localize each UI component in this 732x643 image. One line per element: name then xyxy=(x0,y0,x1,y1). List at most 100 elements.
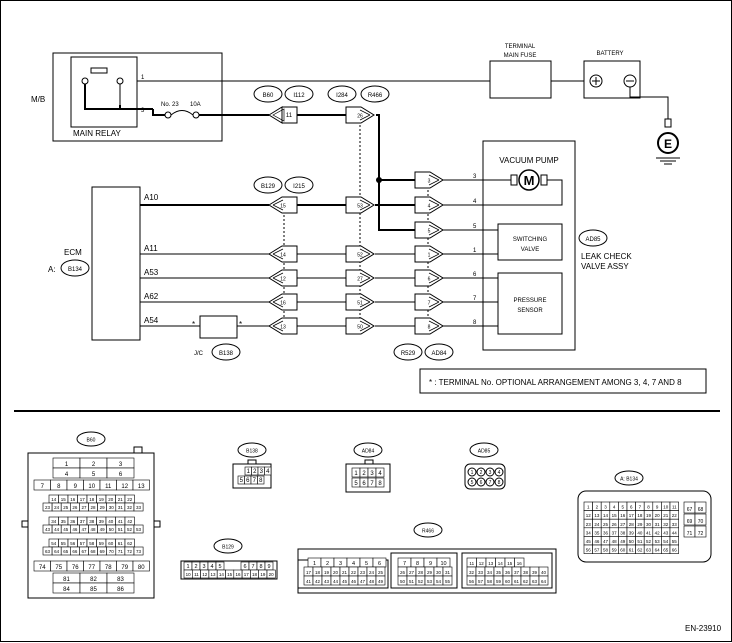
face-b134-pin: 58 xyxy=(603,548,609,553)
face-r466-pin: 58 xyxy=(487,579,493,584)
tag-r529: R529 xyxy=(393,343,423,361)
face-b129-pin: 19 xyxy=(260,572,266,577)
face-b138-pin: 3 xyxy=(260,469,264,475)
face-b60-cell xyxy=(132,479,150,491)
ecm-pin-a62: A62 xyxy=(144,292,159,301)
face-b138-pin: 4 xyxy=(266,469,270,475)
face-ad85-pin-shape xyxy=(485,467,495,477)
face-b60-pin: 83 xyxy=(117,577,124,583)
switching-valve-box xyxy=(497,223,563,261)
note-box xyxy=(419,368,707,394)
face-b60-tag-label: B60 xyxy=(87,438,96,444)
face-r466-pin: 5 xyxy=(365,561,368,567)
face-b60-pin: 22 xyxy=(127,497,133,502)
face-b60-pin: 33 xyxy=(136,505,142,510)
face-b60-pin: 57 xyxy=(80,541,86,546)
plug-col3-5-label: 5 xyxy=(428,229,431,235)
face-r466-pin: 27 xyxy=(409,570,415,575)
face-b60-pin: 78 xyxy=(105,565,112,571)
face-b134-pin: 35 xyxy=(594,530,600,535)
face-ad85-pin: 8 xyxy=(498,480,501,486)
face-ad84-tag-label: AD84 xyxy=(362,449,375,455)
lcv-pin-8: 8 xyxy=(473,320,477,326)
fuse-terminal-a xyxy=(164,111,172,119)
face-b60-pin: 85 xyxy=(90,587,97,593)
face-b134-pin: 51 xyxy=(637,539,643,544)
face-r466-pin: 42 xyxy=(315,579,321,584)
face-b134-cell xyxy=(669,544,679,554)
fuse-number: No. 23 xyxy=(161,102,179,108)
relay-contact-a xyxy=(81,77,89,85)
plug-col2-27: 27 xyxy=(345,269,375,287)
face-b129-pin: 3 xyxy=(202,564,205,570)
face-r466-pin: 52 xyxy=(418,579,424,584)
pressure-sensor-label-1: PRESSURE xyxy=(513,298,546,304)
face-b60-pin: 76 xyxy=(72,565,79,571)
tag-b129: B129 xyxy=(253,176,283,194)
face-b60-pin: 42 xyxy=(127,519,133,524)
face-r466-cell xyxy=(538,575,549,586)
ecm-prefix: A: xyxy=(48,265,56,274)
face-ad84-cell xyxy=(375,477,385,488)
face-b60-pin: 62 xyxy=(127,541,133,546)
plug-col1-13-label: 13 xyxy=(280,325,286,331)
face-b129-pin: 13 xyxy=(211,572,217,577)
plug-col2-50-label: 50 xyxy=(357,325,363,331)
face-b134-pin: 61 xyxy=(629,548,635,553)
face-ad85-pin-shape xyxy=(467,467,477,477)
face-r466-pin: 26 xyxy=(400,570,406,575)
lcv-pin-3: 3 xyxy=(473,174,477,180)
face-b129-pin: 7 xyxy=(251,564,254,570)
face-ad84-pin: 5 xyxy=(354,481,358,487)
face-b60-pin: 86 xyxy=(117,587,124,593)
face-b138-cell xyxy=(257,475,265,485)
face-ad84-pin: 7 xyxy=(370,481,374,487)
plug-11-label: 11 xyxy=(286,113,293,119)
face-b134-pin: 1 xyxy=(587,505,590,510)
face-b134-pin: 20 xyxy=(655,513,661,518)
face-b129-pin: 11 xyxy=(194,572,199,577)
face-ad85-pin: 5 xyxy=(471,480,474,486)
tag-b138: B138 xyxy=(211,343,241,361)
face-b60-pin: 77 xyxy=(88,565,95,571)
face-b134-pin: 54 xyxy=(663,539,669,544)
face-b134-pin: 45 xyxy=(586,539,592,544)
face-r466-pin: 1 xyxy=(313,561,316,567)
tag-b134-label: B134 xyxy=(68,267,83,273)
relay-contact-b xyxy=(116,77,124,85)
junction-dot xyxy=(376,177,382,183)
face-b134-pin: 36 xyxy=(603,530,609,535)
plug-col2-50: 50 xyxy=(345,317,375,335)
face-b129-tag xyxy=(213,538,243,554)
face-b60-pin: 82 xyxy=(90,577,97,583)
face-r466-pin: 33 xyxy=(478,570,484,575)
face-b138-pin: 5 xyxy=(240,478,244,484)
face-b60-pin: 32 xyxy=(127,505,133,510)
note-text: * : TERMINAL No. OPTIONAL ARRANGEMENT AM… xyxy=(429,378,682,387)
face-r466-pin: 34 xyxy=(487,570,493,575)
motor-brush-b xyxy=(540,174,548,186)
plug-col3-5: 5 xyxy=(414,221,444,239)
face-b60-pin: 34 xyxy=(51,519,57,524)
face-b60-pin: 64 xyxy=(54,549,60,554)
face-r466-pin: 19 xyxy=(324,570,330,575)
face-b60-latch xyxy=(133,446,143,454)
face-ad84-cell xyxy=(375,467,385,478)
plug-col1-13: 13 xyxy=(268,317,298,335)
pressure-sensor-box xyxy=(497,272,563,335)
face-b134-pin: 69 xyxy=(687,519,693,525)
tag-r466-label: R466 xyxy=(368,93,383,99)
face-b60-pin: 46 xyxy=(72,527,78,532)
face-r466-pin: 43 xyxy=(324,579,330,584)
face-b60-pin: 30 xyxy=(109,505,115,510)
face-b138-pin: 2 xyxy=(253,469,257,475)
face-b134-pin: 28 xyxy=(629,522,635,527)
face-b129-pin: 12 xyxy=(202,572,208,577)
ecm-pin-a54: A54 xyxy=(144,316,159,325)
face-b60-pin: 14 xyxy=(51,497,57,502)
face-r466-pin: 11 xyxy=(469,561,474,566)
face-b134-pin: 66 xyxy=(672,548,678,553)
